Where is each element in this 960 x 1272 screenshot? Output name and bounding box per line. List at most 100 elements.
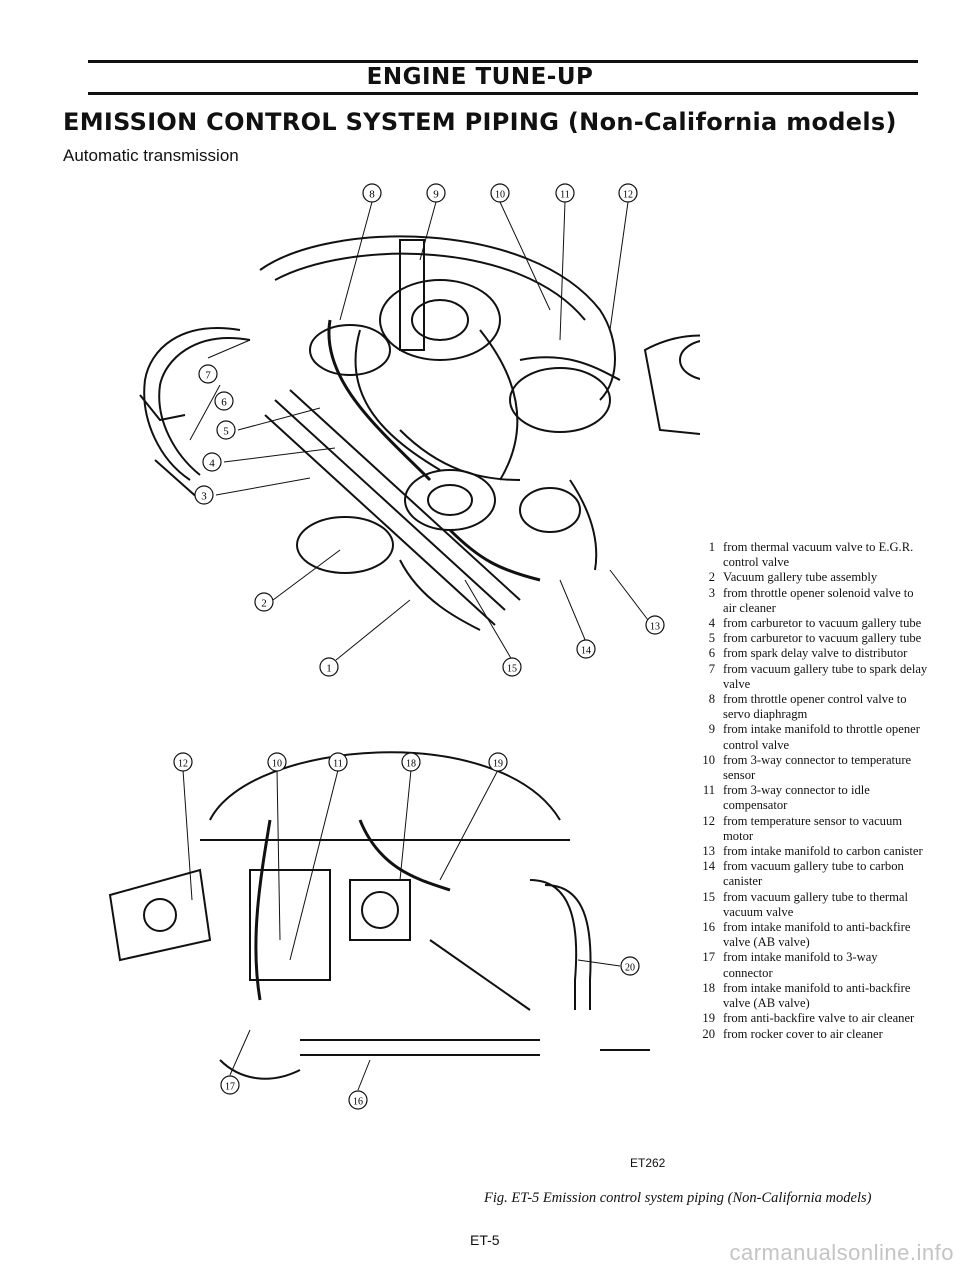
legend-item: 3 from throttle opener solenoid valve to …	[690, 586, 930, 616]
legend-item: 20 from rocker cover to air cleaner	[690, 1027, 930, 1042]
svg-text:10: 10	[272, 759, 282, 770]
svg-text:9: 9	[433, 189, 439, 201]
callout-19: 19	[488, 752, 508, 772]
svg-text:15: 15	[507, 664, 517, 675]
legend-text: from intake manifold to anti-backfire va…	[723, 980, 911, 1011]
legend-num: 1	[708, 540, 715, 554]
legend-num: 16	[702, 920, 715, 935]
legend-num: 15	[702, 889, 715, 904]
emission-piping-diagram: 8 9 10 11 12 7 6 5 4 3 2 1 15 14 13 12 1…	[108, 183, 700, 1110]
legend-list: 1 from thermal vacuum valve to E.G.R. con…	[690, 540, 930, 1042]
svg-text:11: 11	[560, 190, 570, 201]
engine-top-view	[108, 201, 700, 1091]
callout-7: 7	[198, 364, 218, 384]
svg-text:5: 5	[223, 426, 229, 438]
legend-text: from thermal vacuum valve to E.G.R. cont…	[723, 540, 914, 570]
svg-text:12: 12	[178, 759, 188, 770]
subheading: Automatic transmission	[63, 146, 239, 165]
legend-text: from throttle opener control valve to se…	[723, 692, 907, 722]
callout-6: 6	[214, 391, 234, 411]
legend-text: from 3-way connector to temperature sens…	[723, 752, 912, 783]
svg-text:12: 12	[623, 190, 633, 201]
figure-code: ET262	[630, 1156, 666, 1170]
header-rule-top	[88, 60, 918, 63]
svg-text:4: 4	[209, 458, 215, 470]
legend-num: 2	[708, 570, 715, 585]
callout-15: 15	[502, 657, 522, 677]
svg-text:19: 19	[493, 759, 503, 770]
legend-num: 3	[708, 585, 715, 600]
legend-num: 6	[708, 646, 715, 661]
callout-10: 10	[490, 183, 510, 203]
legend-text: from throttle opener solenoid valve to a…	[723, 585, 914, 615]
legend-num: 10	[702, 752, 715, 767]
legend-text: from intake manifold to throttle opener …	[723, 722, 920, 752]
legend-item: 6 from spark delay valve to distributor	[690, 646, 930, 661]
legend-item: 10 from 3-way connector to temperature se…	[690, 753, 930, 783]
legend-num: 7	[708, 661, 715, 676]
callout-16: 16	[348, 1090, 368, 1110]
svg-text:17: 17	[225, 1082, 235, 1093]
callout-14: 14	[576, 639, 596, 659]
callout-1: 1	[319, 657, 339, 677]
svg-text:18: 18	[406, 759, 416, 770]
legend-text: from vacuum gallery tube to thermal vacu…	[723, 889, 908, 919]
legend-num: 13	[702, 844, 715, 859]
callout-2: 2	[254, 592, 274, 612]
svg-text:7: 7	[205, 370, 211, 382]
callout-17: 17	[220, 1075, 240, 1095]
legend-num: 12	[702, 813, 715, 828]
legend-num: 19	[702, 1011, 715, 1026]
legend-text: from vacuum gallery tube to carbon canis…	[723, 859, 904, 889]
svg-text:6: 6	[221, 397, 227, 409]
legend-num: 4	[708, 616, 715, 631]
legend-num: 18	[702, 980, 715, 995]
header-rule-bottom	[88, 92, 918, 95]
svg-text:14: 14	[581, 646, 591, 657]
legend-text: from rocker cover to air cleaner	[723, 1026, 883, 1041]
legend-text: from temperature sensor to vacuum motor	[723, 813, 903, 843]
svg-text:20: 20	[625, 963, 635, 974]
callout-5: 5	[216, 420, 236, 440]
legend-item: 12 from temperature sensor to vacuum moto…	[690, 814, 930, 844]
legend-text: from intake manifold to anti-backfire va…	[723, 920, 911, 950]
legend-num: 20	[702, 1026, 715, 1041]
legend-text: from 3-way connector to idle compensator	[723, 783, 870, 813]
callout-10-lower: 10	[267, 752, 287, 772]
legend-item: 18 from intake manifold to anti-backfire …	[690, 981, 930, 1011]
svg-text:11: 11	[333, 759, 343, 770]
svg-text:13: 13	[650, 622, 660, 633]
legend-item: 15 from vacuum gallery tube to thermal va…	[690, 890, 930, 920]
callout-18: 18	[401, 752, 421, 772]
legend-num: 8	[708, 692, 715, 707]
callout-20: 20	[620, 956, 640, 976]
legend-text: from carburetor to vacuum gallery tube	[723, 616, 922, 631]
section-title: ENGINE TUNE-UP	[366, 64, 594, 90]
callout-11: 11	[555, 183, 575, 203]
callout-12-lower: 12	[173, 752, 193, 772]
svg-text:1: 1	[326, 663, 332, 675]
callout-11-lower: 11	[328, 752, 348, 772]
callout-numbers: 8 9 10 11 12 7 6 5 4 3 2 1 15 14 13 12 1…	[173, 183, 665, 1110]
legend-text: from spark delay valve to distributor	[723, 646, 908, 661]
legend-num: 14	[702, 859, 715, 874]
legend-item: 16 from intake manifold to anti-backfire …	[690, 920, 930, 950]
legend-item: 8 from throttle opener control valve to s…	[690, 692, 930, 722]
callout-4: 4	[202, 452, 222, 472]
legend-text: from vacuum gallery tube to spark delay …	[723, 661, 928, 691]
callout-9: 9	[426, 183, 446, 203]
legend-text: from anti-backfire valve to air cleaner	[723, 1011, 915, 1026]
legend-text: from carburetor to vacuum gallery tube	[723, 631, 922, 646]
svg-text:16: 16	[353, 1097, 363, 1108]
legend-item: 14 from vacuum gallery tube to carbon can…	[690, 859, 930, 889]
legend-num: 9	[708, 722, 715, 737]
legend-item: 7 from vacuum gallery tube to spark delay…	[690, 662, 930, 692]
svg-text:2: 2	[261, 598, 267, 610]
legend-num: 17	[702, 950, 715, 965]
callout-3: 3	[194, 485, 214, 505]
legend-num: 5	[708, 631, 715, 646]
legend-item: 5 from carburetor to vacuum gallery tube	[690, 631, 930, 646]
